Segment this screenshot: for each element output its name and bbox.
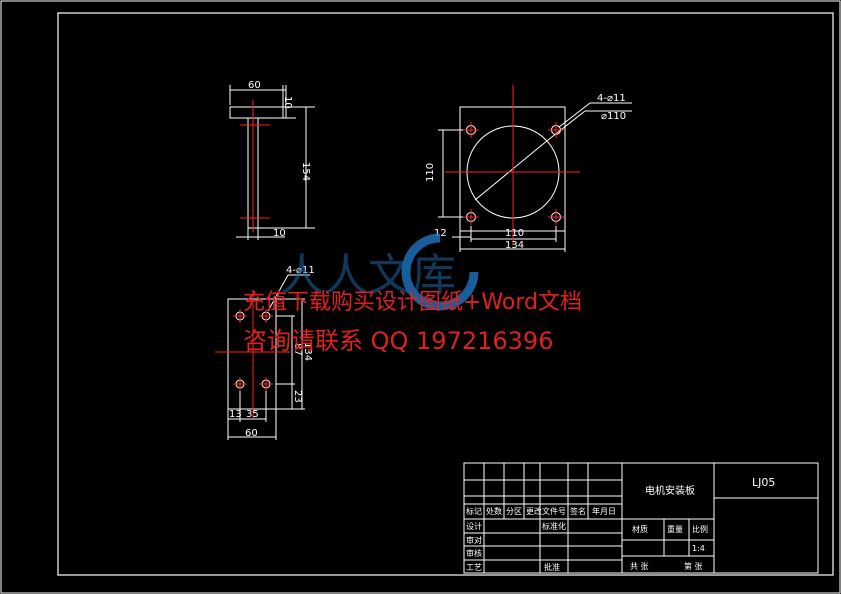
dim-110-horizontal: 110 [505, 228, 524, 239]
dim-110-vertical: 110 [425, 163, 436, 182]
dim-154: 154 [300, 162, 311, 181]
tb-scale-label: 比例 [692, 524, 708, 534]
tb-header-date: 年月日 [592, 506, 616, 516]
tb-standardization: 标准化 [542, 521, 566, 531]
tb-sheet-no: 第 张 [684, 561, 703, 571]
tb-process: 工艺 [466, 563, 482, 572]
dim-10-top: 10 [282, 96, 293, 109]
dim-12: 12 [434, 228, 447, 239]
dim-10-bottom: 10 [273, 228, 286, 239]
watermark-line-2: 咨询请联系 QQ 197216396 [243, 327, 554, 355]
tb-scale-value: 1:4 [692, 544, 705, 553]
front-view [438, 102, 632, 252]
dim-23: 23 [292, 390, 303, 403]
title-block [463, 462, 819, 574]
dim-134: 134 [505, 240, 524, 251]
dim-60-side: 60 [248, 80, 261, 91]
dim-134-plate: 134 [302, 342, 313, 361]
plate-view-dims: 4-⌀11 134 87 23 13 35 60 [229, 265, 315, 439]
tb-drawing-no: LJ05 [752, 476, 775, 489]
tb-total-sheets: 共 张 [630, 562, 649, 571]
tb-weight: 重量 [667, 524, 683, 534]
tb-design: 设计 [466, 521, 482, 531]
watermark-logo: 人人文库 [280, 233, 479, 311]
plate-view-centerlines [215, 290, 290, 418]
watermark-logo-text: 人人文库 [280, 250, 456, 301]
dim-13: 13 [229, 409, 242, 420]
tb-header-mark: 标记 [466, 506, 482, 516]
tb-check: 审对 [466, 535, 482, 545]
dim-35: 35 [246, 409, 259, 420]
dim-87: 87 [292, 343, 303, 356]
tb-header-signature: 签名 [570, 506, 586, 516]
title-block-text: 标记 处数 分区 更改文件号 签名 年月日 设计 审对 审核 工艺 标准化 批准… [466, 476, 775, 572]
dim-dia110: ⌀110 [601, 111, 626, 122]
side-view-centerlines [240, 100, 270, 232]
tb-header-zone: 分区 [506, 507, 522, 516]
tb-part-name: 电机安装板 [645, 484, 695, 497]
side-view-dims: 60 10 154 10 [248, 80, 311, 239]
tb-approval: 批准 [544, 562, 560, 572]
tb-review: 审核 [466, 548, 482, 558]
front-view-dims: 4-⌀11 ⌀110 110 110 12 134 [425, 93, 626, 251]
tb-header-count: 处数 [486, 506, 502, 516]
front-view-centerlines [445, 85, 580, 245]
tb-material: 材质 [632, 524, 648, 534]
drawing-frame [57, 12, 834, 576]
dim-60-plate: 60 [245, 428, 258, 439]
watermark-line-1: 充值下载购买设计图纸+Word文档 [243, 290, 582, 315]
dim-4-holes: 4-⌀11 [597, 93, 626, 104]
tb-header-change-doc: 更改文件号 [526, 506, 566, 516]
dim-4-holes-plate: 4-⌀11 [286, 265, 315, 276]
